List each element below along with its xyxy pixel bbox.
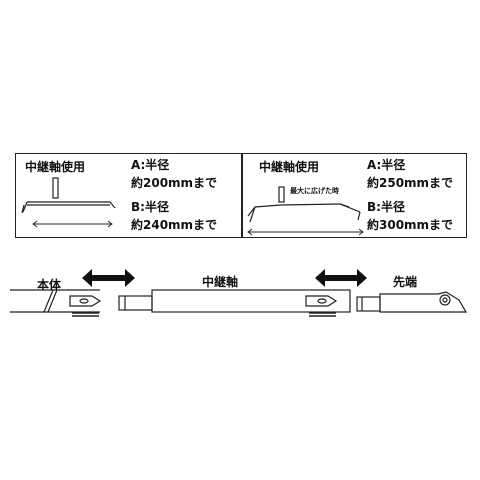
left-double-arrow-icon	[82, 269, 135, 287]
right-b-label: B:半径	[367, 200, 405, 214]
right-compass-icon	[247, 186, 361, 223]
tip-label: 先端	[393, 275, 418, 289]
max-open-note: 最大に広げた時	[290, 187, 339, 195]
right-b-value: 約300mmまで	[367, 218, 454, 232]
right-radius-dim	[247, 228, 364, 236]
left-a-value: 約200mmまで	[131, 176, 218, 190]
right-a-label: A:半径	[367, 158, 406, 172]
tip-part-icon	[356, 291, 468, 313]
left-b-value: 約240mmまで	[131, 218, 218, 232]
body-part-icon	[10, 289, 102, 317]
right-panel-title: 中継軸使用	[259, 160, 320, 174]
extension-label: 中継軸	[202, 275, 239, 289]
left-a-label: A:半径	[131, 158, 170, 172]
extension-shaft-icon	[118, 289, 351, 317]
right-a-value: 約250mmまで	[367, 176, 454, 190]
body-label: 本体	[37, 278, 62, 292]
left-panel-title: 中継軸使用	[25, 160, 86, 174]
left-compass-icon	[21, 177, 116, 214]
left-radius-dim	[32, 220, 113, 228]
right-double-arrow-icon	[315, 269, 367, 287]
left-b-label: B:半径	[131, 200, 169, 214]
